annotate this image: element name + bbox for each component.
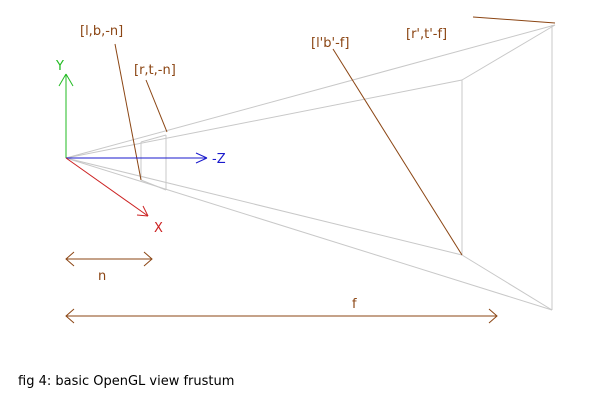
frustum-edges xyxy=(65,24,556,311)
far-plane-top xyxy=(461,24,556,81)
near-distance-label: n xyxy=(98,269,106,284)
x-axis xyxy=(65,157,149,217)
leader-near-bottom-left xyxy=(114,43,142,181)
far-distance-arrow xyxy=(65,308,498,324)
near-plane-top xyxy=(140,134,167,143)
figure-caption: fig 4: basic OpenGL view frustum xyxy=(18,374,235,389)
far-distance-label: f xyxy=(352,297,357,312)
label-near-bottom-left: [l,b,-n] xyxy=(80,24,123,39)
frustum-edge-bottom-far xyxy=(65,157,553,311)
leader-near-top-right xyxy=(145,79,168,133)
near-plane-bottom xyxy=(140,179,167,191)
label-near-top-right: [r,t,-n] xyxy=(134,63,176,78)
near-distance-arrow xyxy=(65,251,153,267)
leader-far-top-right xyxy=(472,16,556,24)
frustum-edge-top-far xyxy=(65,24,556,159)
frustum-edge-top-back xyxy=(65,79,463,159)
z-axis-label: -Z xyxy=(212,152,226,167)
far-plane-bottom xyxy=(461,254,553,311)
y-axis-label: Y xyxy=(55,59,64,74)
label-far-bottom-left: [l'b'-f] xyxy=(311,36,349,51)
y-axis xyxy=(58,73,74,158)
x-axis-label: X xyxy=(154,221,163,236)
z-axis xyxy=(66,152,208,164)
leader-far-bottom-left xyxy=(332,48,463,256)
frustum-edge-bottom-back xyxy=(65,157,463,256)
label-far-top-right: [r',t'-f] xyxy=(406,27,447,42)
leader-lines xyxy=(114,16,556,256)
